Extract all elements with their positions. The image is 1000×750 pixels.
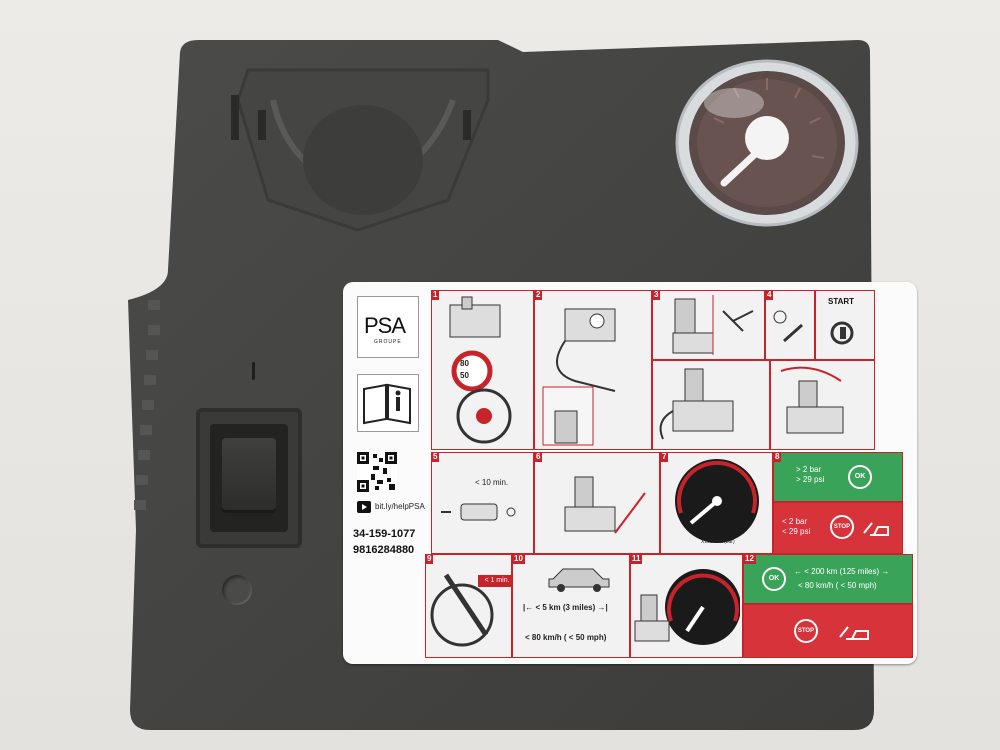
speed-badge-bottom: 50 [460,371,469,380]
time-10-min: < 10 min. [475,478,509,487]
manual-icon [357,374,419,432]
qr-code-icon [357,452,397,492]
step-1-panel: 1 80 50 [431,290,534,450]
below-pressure-psi: < 29 psi [782,527,811,536]
pressure-gauge [674,58,860,228]
step-6-panel: 6 [534,452,660,554]
above-pressure-bar: > 2 bar [796,465,822,474]
power-switch[interactable] [222,438,276,510]
step-5-content: < 10 min. [431,452,534,554]
step-number: 5 [431,452,440,462]
step-7-panel: 7 X100 kPa (bar) [660,452,773,554]
stop-badge: STOP [794,619,818,643]
step-2-panel: 2 [534,290,652,450]
start-panel: START [815,290,875,360]
step-12-stop-panel: STOP [743,604,913,658]
step-number: 4 [765,290,774,300]
speed-limit-text: < 80 km/h ( < 50 mph) [525,633,607,642]
step-3-panel: 3 [652,290,765,360]
step-9-panel: 9 < 1 min. [425,554,516,658]
step-number: 9 [425,554,434,564]
step-number: 6 [534,452,543,462]
below-pressure-bar: < 2 bar [782,517,808,526]
step-number: 3 [652,290,661,300]
part-number: 34-159-1077 [353,528,416,540]
speed-badge-top: 80 [460,359,469,368]
step-10-panel: 10 |← < 5 km (3 miles) →| < 80 km/h ( < … [512,554,630,658]
instruction-label: PSA GROUPE bi [343,282,917,664]
step-number: 11 [630,554,643,564]
dial-unit: X100 kPa (bar) [701,539,735,545]
ok-badge: OK [848,465,872,489]
power-switch-housing [196,408,302,548]
step-number: 1 [431,290,440,300]
time-1-min: < 1 min. [478,575,516,587]
tow-truck-icon [838,621,872,648]
serial-number: 9816284880 [353,544,415,556]
video-icon [357,500,371,518]
step-number: 2 [534,290,543,300]
step-11-panel: 11 [630,554,743,658]
stop-badge: STOP [830,515,854,539]
tow-truck-icon [862,517,892,544]
indicator-slot [252,362,255,380]
above-pressure-psi: > 29 psi [796,475,825,484]
range-line-2: < 80 km/h ( < 50 mph) [798,581,877,590]
help-url: bit.ly/helpPSA [375,502,425,511]
step-number: 10 [512,554,525,564]
range-line-1: ← < 200 km (125 miles) → [794,567,890,576]
step-number: 12 [743,554,756,564]
brand-name: PSA [364,313,406,338]
step-number: 7 [660,452,669,462]
distance-text: |← < 5 km (3 miles) →| [523,603,608,612]
ok-badge: OK [762,567,786,591]
psa-logo-box: PSA GROUPE [357,296,419,358]
start-text: START [828,297,855,306]
compressor-on-illustration [652,360,770,450]
step-8-ok-panel: 8 > 2 bar > 29 psi OK [773,452,903,502]
brand-sub: GROUPE [374,339,402,345]
mounting-hole [222,575,252,605]
step-number: 8 [773,452,782,462]
step-12-ok-panel: 12 OK ← < 200 km (125 miles) → < 80 km/h… [743,554,913,604]
step-8-stop-panel: < 2 bar < 29 psi STOP [773,502,903,554]
step-4-panel: 4 [765,290,815,360]
step-5-panel: 5 [431,452,534,554]
power-switch-recess [210,424,288,532]
compressor-connected-illustration [770,360,875,450]
